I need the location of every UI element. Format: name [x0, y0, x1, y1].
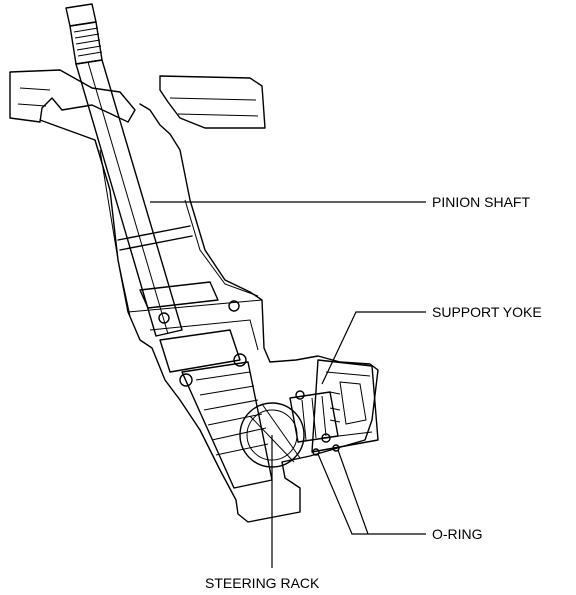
support-yoke [289, 390, 339, 443]
o-ring [312, 444, 340, 456]
gear-housing [9, 69, 379, 523]
label-pinion-shaft: PINION SHAFT [432, 194, 530, 210]
label-steering-rack: STEERING RACK [205, 575, 320, 591]
pinion-shaft [65, 3, 273, 489]
leader-lines [150, 201, 426, 568]
label-o-ring: O-RING [432, 526, 483, 542]
leader-o-ring [317, 453, 426, 535]
leader-support-yoke [321, 311, 426, 385]
label-support-yoke: SUPPORT YOKE [432, 304, 542, 320]
